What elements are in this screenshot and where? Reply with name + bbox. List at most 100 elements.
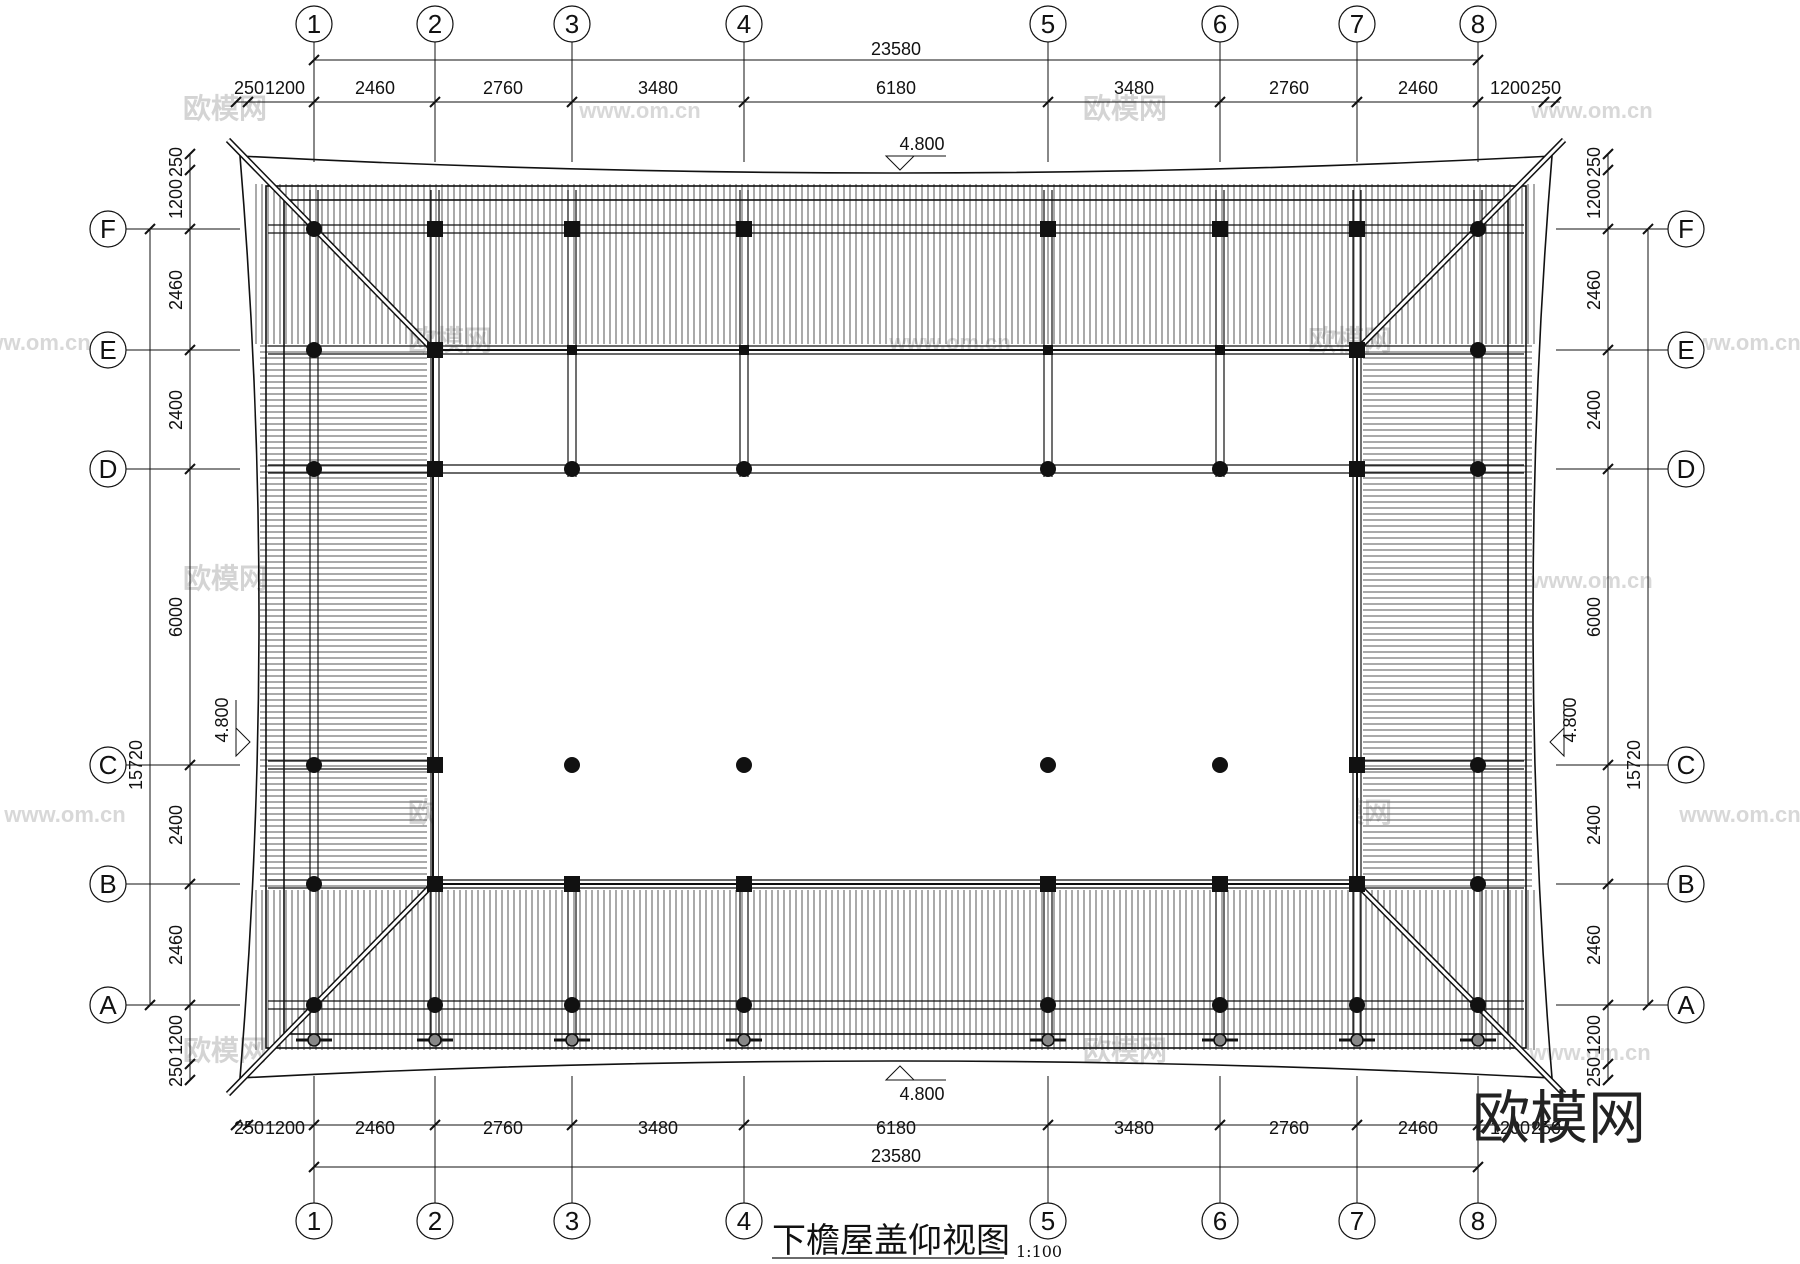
eave-column-base xyxy=(307,1033,321,1047)
dim-segment-top: 2760 xyxy=(483,78,523,98)
dim-total-right: 15720 xyxy=(1624,740,1644,790)
column-axis-label: 4 xyxy=(737,9,751,39)
square-column xyxy=(1349,342,1365,358)
watermark-text: 欧模网 xyxy=(183,563,267,594)
square-column xyxy=(564,221,580,237)
dim-segment-top: 6180 xyxy=(876,78,916,98)
round-column xyxy=(564,461,580,477)
dim-tick xyxy=(184,463,196,475)
dim-segment-right: 1200 xyxy=(1584,179,1604,219)
square-column xyxy=(564,876,580,892)
courtyard-cover xyxy=(439,477,1351,876)
dim-segment-top: 2760 xyxy=(1269,78,1309,98)
dim-tick xyxy=(242,1119,254,1131)
dim-tick xyxy=(1214,96,1226,108)
dim-tick xyxy=(184,344,196,356)
column-axis-label: 4 xyxy=(737,1206,751,1236)
courtyard-opening xyxy=(432,349,1358,885)
dim-segment-right: 2400 xyxy=(1584,390,1604,430)
round-column xyxy=(736,757,752,773)
dim-segment-right: 250 xyxy=(1584,1057,1604,1087)
dim-segment-bottom: 2460 xyxy=(1398,1118,1438,1138)
dim-segment-right: 6000 xyxy=(1584,597,1604,637)
square-column xyxy=(427,876,443,892)
square-column-small xyxy=(1043,345,1053,355)
dim-segment-right: 1200 xyxy=(1584,1015,1604,1055)
round-column xyxy=(306,876,322,892)
dimension-lines: 2358023580250250120012002460246027602760… xyxy=(126,39,1654,1173)
dim-tick xyxy=(308,1119,320,1131)
dim-tick xyxy=(184,759,196,771)
dim-segment-top: 250 xyxy=(1531,78,1561,98)
eave-column-base xyxy=(565,1033,579,1047)
dim-segment-left: 2460 xyxy=(166,925,186,965)
dim-tick xyxy=(184,1058,196,1070)
dim-tick xyxy=(1472,54,1484,66)
dim-segment-left: 250 xyxy=(166,1057,186,1087)
watermark-text: 欧模网 xyxy=(1083,1035,1167,1066)
dim-tick xyxy=(1642,223,1654,235)
round-column xyxy=(564,997,580,1013)
dim-tick xyxy=(230,96,242,108)
round-column xyxy=(1470,461,1486,477)
watermark-url: www.om.cn xyxy=(1678,802,1800,827)
drawing-title: 下檐屋盖仰视图 xyxy=(772,1221,1010,1261)
dim-tick xyxy=(429,1119,441,1131)
dim-tick xyxy=(308,54,320,66)
hip-rafter-core xyxy=(1355,138,1566,352)
round-column xyxy=(736,997,752,1013)
dim-tick xyxy=(566,96,578,108)
round-column xyxy=(1212,757,1228,773)
round-column xyxy=(306,757,322,773)
purlin-ring xyxy=(283,199,1509,1035)
dim-segment-left: 1200 xyxy=(166,1015,186,1055)
dim-segment-bottom: 250 xyxy=(234,1118,264,1138)
round-column xyxy=(1040,757,1056,773)
round-column xyxy=(427,997,443,1013)
round-column xyxy=(306,342,322,358)
round-column xyxy=(1212,997,1228,1013)
site-logo: 欧模网 xyxy=(1472,1084,1646,1152)
square-column xyxy=(1212,876,1228,892)
dim-segment-bottom: 2460 xyxy=(355,1118,395,1138)
eave-column-base xyxy=(1350,1033,1364,1047)
dim-segment-left: 1200 xyxy=(166,179,186,219)
square-column xyxy=(1349,461,1365,477)
dim-segment-top: 1200 xyxy=(265,78,305,98)
square-column xyxy=(736,221,752,237)
dim-segment-top: 1200 xyxy=(1490,78,1530,98)
row-axis-label: A xyxy=(99,990,117,1020)
column-axis-label: 5 xyxy=(1041,9,1055,39)
dim-tick xyxy=(184,223,196,235)
round-column xyxy=(1040,461,1056,477)
hip-rafter-core xyxy=(226,138,435,352)
dim-segment-right: 2400 xyxy=(1584,805,1604,845)
dim-segment-bottom: 3480 xyxy=(1114,1118,1154,1138)
drawing-title-block: 下檐屋盖仰视图 1:100 xyxy=(772,1221,1062,1261)
watermark-text: 欧模网 xyxy=(183,1035,267,1066)
eave-column-base xyxy=(1041,1033,1055,1047)
column-axis-label: 6 xyxy=(1213,1206,1227,1236)
square-column xyxy=(427,342,443,358)
dim-tick xyxy=(1602,463,1614,475)
dim-segment-top: 2460 xyxy=(355,78,395,98)
dim-tick xyxy=(1042,1119,1054,1131)
dim-tick xyxy=(429,96,441,108)
row-axis-label: E xyxy=(1677,335,1694,365)
row-axis-label: B xyxy=(99,869,116,899)
dim-tick xyxy=(184,878,196,890)
square-column xyxy=(1040,221,1056,237)
dim-segment-bottom: 3480 xyxy=(638,1118,678,1138)
row-axis-label: E xyxy=(99,335,116,365)
dim-total-bottom: 23580 xyxy=(871,1146,921,1166)
round-column xyxy=(736,461,752,477)
column-axis-label: 7 xyxy=(1350,1206,1364,1236)
dim-tick xyxy=(230,1119,242,1131)
dim-segment-bottom: 2760 xyxy=(483,1118,523,1138)
dim-tick xyxy=(1042,96,1054,108)
square-column-small xyxy=(567,345,577,355)
dim-tick xyxy=(1472,1119,1484,1131)
dim-tick xyxy=(1550,1119,1562,1131)
eave-inner-line xyxy=(265,185,1527,1049)
